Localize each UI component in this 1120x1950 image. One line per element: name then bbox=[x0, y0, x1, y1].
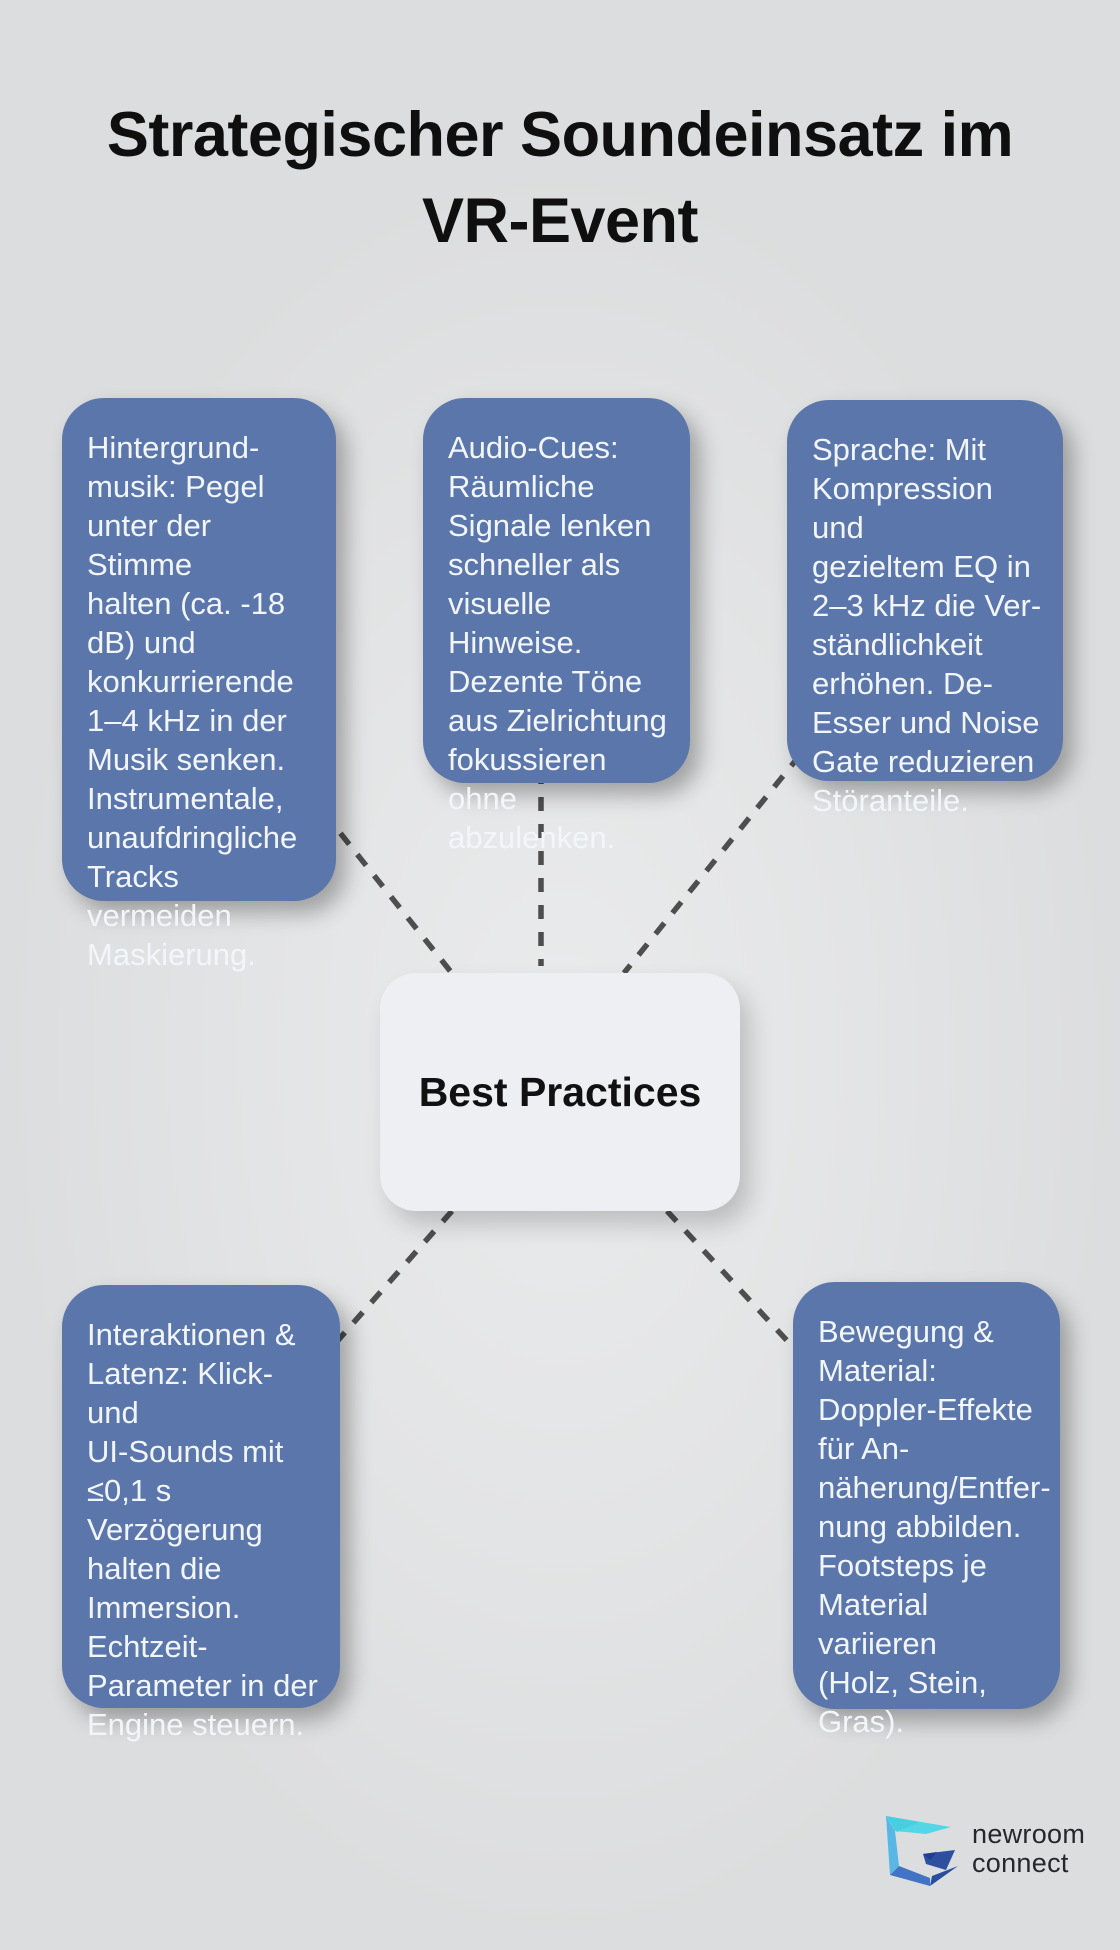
logo-wordmark-line2: connect bbox=[972, 1847, 1069, 1878]
node-hintergrundmusik: Hintergrund- musik: Pegel unter der Stim… bbox=[62, 398, 336, 972]
central-node: Best Practices bbox=[380, 973, 740, 1211]
central-node-label: Best Practices bbox=[418, 1068, 702, 1115]
page-title: Strategischer Soundeinsatz im VR-Event bbox=[106, 100, 1014, 256]
node-bewegung-material: Bewegung & Material: Doppler-Effekte für… bbox=[793, 1282, 1060, 1739]
newroom-connect-logo: newroom connect bbox=[883, 1810, 1085, 1900]
node-audio-cues: Audio-Cues: Räumliche Signale lenken sch… bbox=[423, 398, 690, 855]
logo-wordmark: newroom connect bbox=[972, 1820, 1085, 1877]
connector-bottom-right bbox=[664, 1209, 808, 1362]
node-interaktionen-latenz: Interaktionen & Latenz: Klick- und UI-So… bbox=[62, 1285, 340, 1742]
logo-wordmark-line1: newroom bbox=[972, 1819, 1086, 1849]
connector-bottom-left bbox=[322, 1209, 455, 1357]
newroom-connect-logo-icon bbox=[886, 1816, 958, 1886]
node-sprache: Sprache: Mit Kompression und gezieltem E… bbox=[787, 400, 1063, 818]
connector-top-right bbox=[621, 753, 803, 975]
